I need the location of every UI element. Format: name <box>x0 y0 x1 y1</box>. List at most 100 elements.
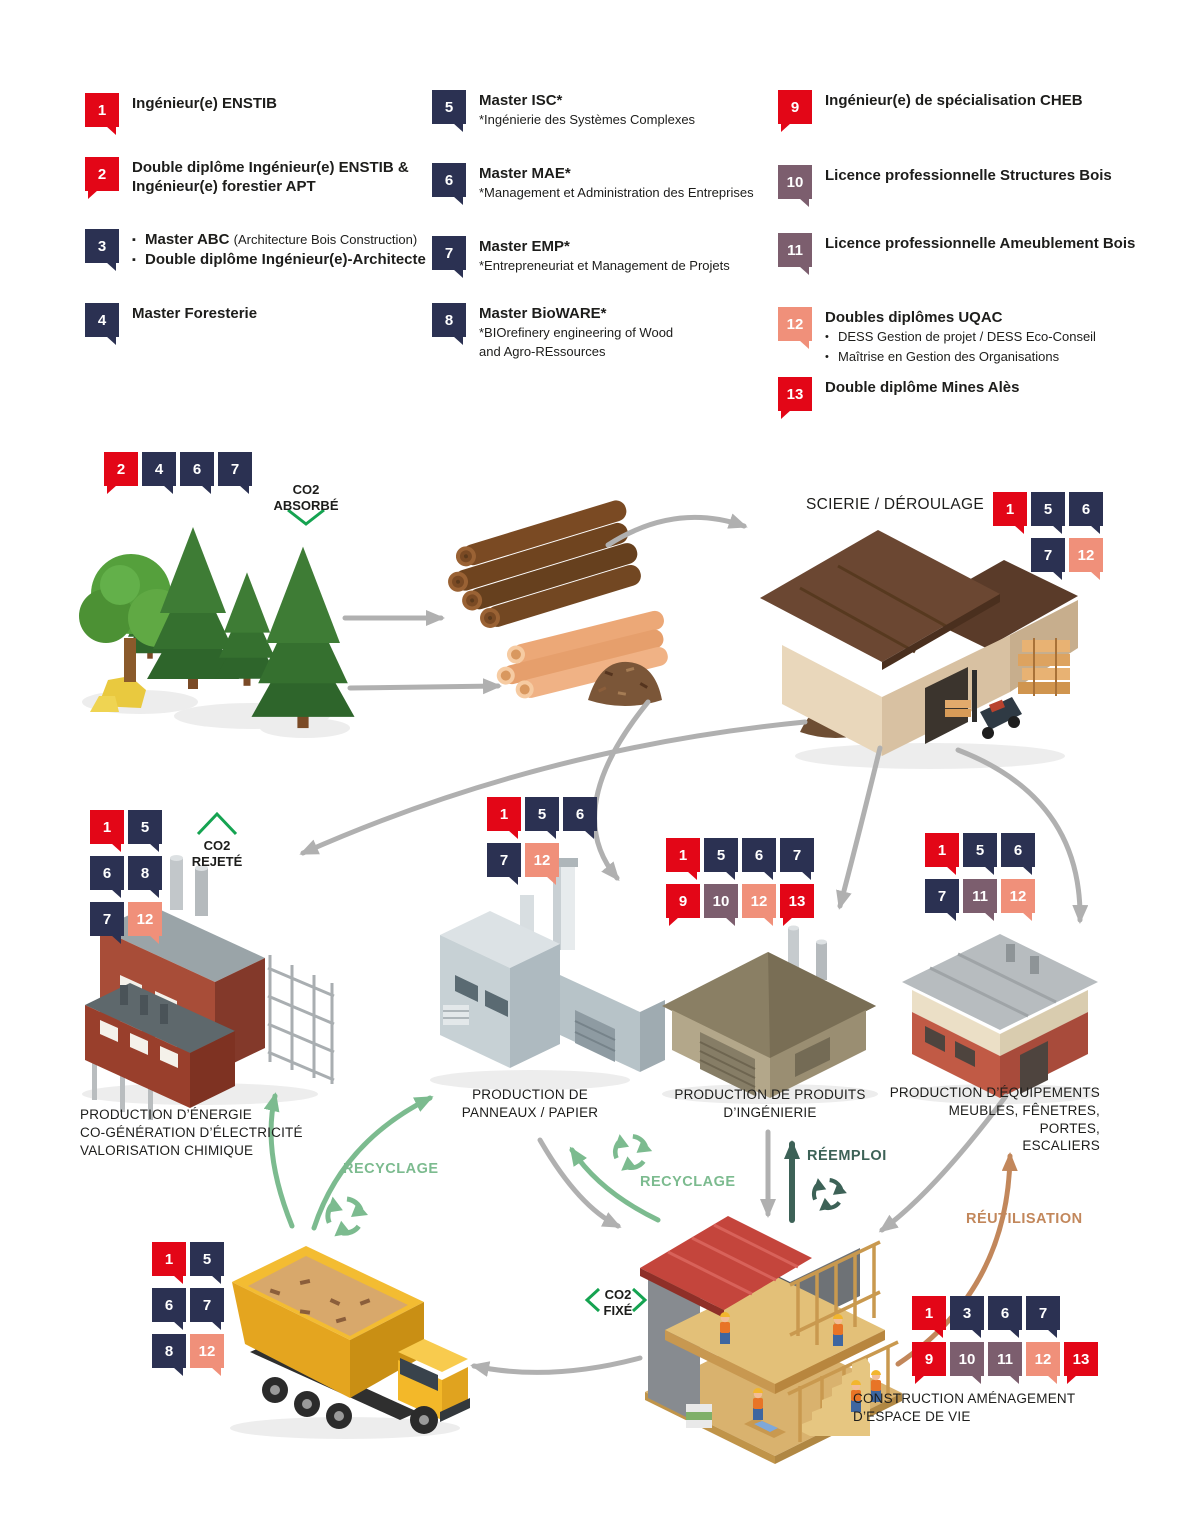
badge-2-foret: 2 <box>104 452 138 494</box>
badge-5-equipements: 5 <box>963 833 997 875</box>
co2-fixe-bracket-left-icon <box>584 1287 601 1313</box>
lumber-stack-icon <box>1018 638 1070 696</box>
badge-1-scierie: 1 <box>993 492 1027 534</box>
badge-10-construction: 10 <box>950 1342 984 1384</box>
engineering-plant-illustration <box>662 925 876 1098</box>
badge-11: 11 <box>778 233 812 275</box>
reutilisation-label: RÉUTILISATION <box>966 1211 1083 1227</box>
rocks-icon <box>90 676 146 712</box>
logs-dark-icon <box>448 500 641 628</box>
badge-12-energie: 12 <box>128 902 162 944</box>
worker-icon <box>753 1388 763 1420</box>
badge-1-camion: 1 <box>152 1242 186 1284</box>
legend-item-text: Double diplôme Mines Alès <box>825 379 1020 396</box>
legend-item-9: 9 Ingénieur(e) de spécialisation CHEB <box>778 90 1083 132</box>
recycle-icon <box>607 1133 652 1178</box>
badge-7-ingenierie: 7 <box>780 838 814 880</box>
legend-item-11: 11 Licence professionnelle Ameublement Bo… <box>778 233 1136 275</box>
legend-item-text: Master BioWARE**BIOrefinery engineering … <box>479 305 674 359</box>
badge-1: 1 <box>85 93 119 135</box>
badge-7-camion: 7 <box>190 1288 224 1330</box>
legend-item-text: Licence professionnelle Ameublement Bois <box>825 235 1136 252</box>
legend-item-5: 5 Master ISC**Ingénierie des Systèmes Com… <box>432 90 696 132</box>
badge-7-scierie: 7 <box>1031 538 1065 580</box>
recyclage-right-label: RECYCLAGE <box>640 1174 736 1190</box>
badge-9-construction: 9 <box>912 1342 946 1384</box>
badge-12-equipements: 12 <box>1001 879 1035 921</box>
legend-item-text: Master ISC**Ingénierie des Systèmes Comp… <box>479 92 696 127</box>
worker-icon <box>833 1314 843 1346</box>
badge-10-ingenierie: 10 <box>704 884 738 926</box>
legend-item-13: 13 Double diplôme Mines Alès <box>778 377 1020 419</box>
badge-6-equipements: 6 <box>1001 833 1035 875</box>
badge-4-foret: 4 <box>142 452 176 494</box>
badge-2: 2 <box>85 157 119 199</box>
badge-5: 5 <box>432 90 466 132</box>
badge-6-foret: 6 <box>180 452 214 494</box>
badge-13: 13 <box>778 377 812 419</box>
legend-item-text: Ingénieur(e) de spécialisation CHEB <box>825 92 1083 109</box>
timber-studs <box>787 1240 899 1442</box>
badge-3-construction: 3 <box>950 1296 984 1338</box>
forest-illustration <box>79 527 355 729</box>
badge-9: 9 <box>778 90 812 132</box>
equipment-plant-illustration <box>902 934 1098 1098</box>
badge-12: 12 <box>778 307 812 349</box>
badge-7-foret: 7 <box>218 452 252 494</box>
badge-6-scierie: 6 <box>1069 492 1103 534</box>
co2-marks <box>196 508 648 1313</box>
badge-1-equipements: 1 <box>925 833 959 875</box>
badge-7-equipements: 7 <box>925 879 959 921</box>
flow-arrows <box>263 513 1089 1377</box>
badge-1-construction: 1 <box>912 1296 946 1338</box>
badge-8-camion: 8 <box>152 1334 186 1376</box>
legend-item-text: Ingénieur(e) ENSTIB <box>132 95 278 112</box>
badge-8: 8 <box>432 303 466 345</box>
badge-11-construction: 11 <box>988 1342 1022 1384</box>
badge-1-energie: 1 <box>90 810 124 852</box>
wood-chips-icon <box>588 661 662 706</box>
staircase <box>802 1358 870 1436</box>
badge-12-scierie: 12 <box>1069 538 1103 580</box>
legend-item-6: 6 Master MAE**Management et Administratio… <box>432 163 754 205</box>
badge-7-energie: 7 <box>90 902 124 944</box>
badge-1-ingenierie: 1 <box>666 838 700 880</box>
legend-item-3: 3▪Master ABC (Architecture Bois Construc… <box>85 229 426 271</box>
badge-12-camion: 12 <box>190 1334 224 1376</box>
energy-plant-illustration <box>85 855 335 1120</box>
legend-item-text: Master MAE**Management et Administration… <box>479 165 754 200</box>
badge-6: 6 <box>432 163 466 205</box>
recycle-icon-reemploi <box>806 1177 846 1217</box>
material-stack <box>686 1404 712 1428</box>
badge-5-scierie: 5 <box>1031 492 1065 534</box>
badge-5-ingenierie: 5 <box>704 838 738 880</box>
sawmill-illustration <box>760 530 1078 756</box>
badge-11-equipements: 11 <box>963 879 997 921</box>
legend-item-1: 1 Ingénieur(e) ENSTIB <box>85 93 278 135</box>
recyclage-left-label: RECYCLAGE <box>343 1161 439 1177</box>
logs-light-icon <box>496 610 668 699</box>
badge-7: 7 <box>432 236 466 278</box>
gray-arrows <box>299 513 1089 1377</box>
forklift-icon <box>945 670 1022 739</box>
house-construction-illustration <box>640 1216 902 1464</box>
badge-4: 4 <box>85 303 119 345</box>
legend-item-text: Doubles diplômes UQAC•DESS Gestion de pr… <box>825 309 1096 364</box>
badge-13-construction: 13 <box>1064 1342 1098 1384</box>
legend-item-12: 12 Doubles diplômes UQAC•DESS Gestion de … <box>778 307 1096 367</box>
badge-5-camion: 5 <box>190 1242 224 1284</box>
badge-6-ingenierie: 6 <box>742 838 776 880</box>
badge-8-energie: 8 <box>128 856 162 898</box>
badge-6-panneaux: 6 <box>563 797 597 839</box>
badge-7-construction: 7 <box>1026 1296 1060 1338</box>
